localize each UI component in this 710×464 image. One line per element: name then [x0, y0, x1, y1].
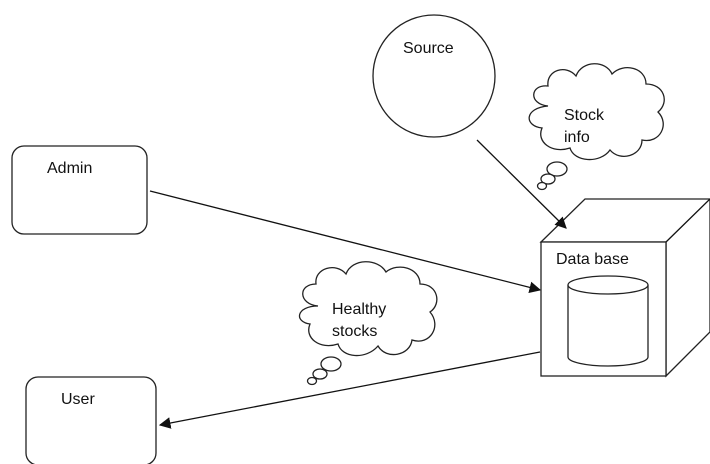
user-label: User: [61, 391, 95, 408]
thought-cloud-shape: [528, 63, 665, 161]
source-label: Source: [403, 40, 454, 57]
thought-trail-dot: [540, 173, 556, 185]
stock-info-line2: info: [564, 129, 590, 146]
edge-source-to-database: [476, 139, 567, 229]
thought-cloud-shape: [299, 261, 438, 357]
user-node[interactable]: User: [25, 376, 157, 464]
edge-database-to-user: [158, 351, 541, 429]
admin-node[interactable]: Admin: [11, 145, 148, 235]
thought-trail-dot: [312, 368, 328, 380]
thought-trail-dot: [536, 181, 548, 191]
healthy-stocks-line2: stocks: [332, 323, 377, 340]
edge-admin-to-database: [149, 190, 542, 294]
thought-trail-dot: [320, 356, 342, 372]
database-cylinder-icon: [567, 275, 649, 367]
stock-info-line1: Stock: [564, 107, 605, 124]
healthy-stocks-line1: Healthy: [332, 301, 386, 318]
admin-label: Admin: [47, 160, 92, 177]
database-node[interactable]: Data base: [539, 198, 710, 378]
database-cube-edge: [665, 198, 710, 243]
thought-bubble-stock-info: Stock info: [528, 63, 665, 191]
thought-bubble-healthy-stocks: Healthy stocks: [299, 261, 438, 386]
admin-box: [11, 145, 148, 235]
thought-trail-dot: [306, 376, 318, 386]
user-box: [25, 376, 157, 464]
source-node[interactable]: Source: [372, 14, 496, 138]
source-circle: [372, 14, 496, 138]
thought-trail-dot: [546, 161, 568, 177]
database-label: Data base: [556, 251, 629, 268]
